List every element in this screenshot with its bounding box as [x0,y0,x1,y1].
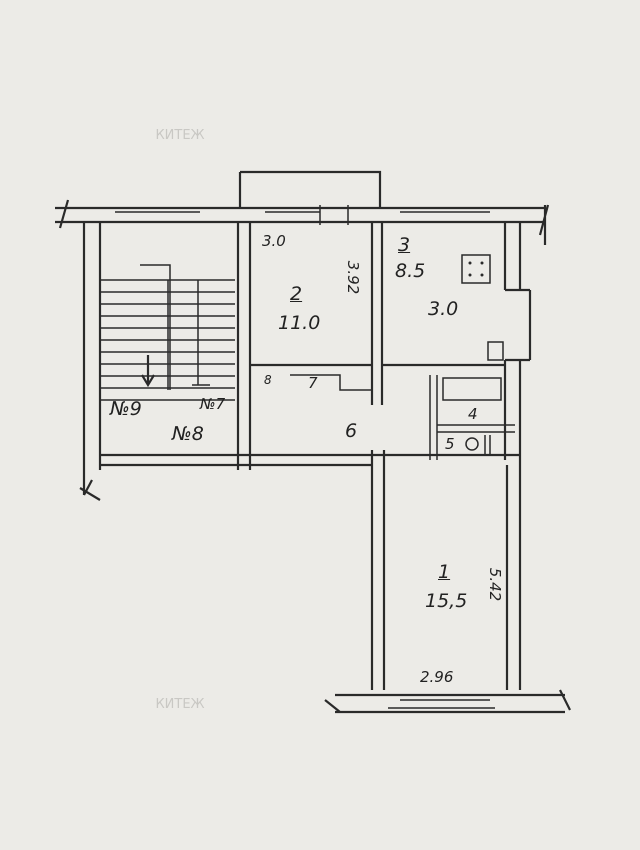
room1-length: 5.42 [486,567,505,602]
room6-number: 6 [345,420,358,442]
room3-width: 3.0 [428,298,459,320]
room2-length: 3.92 [344,260,363,295]
room2-width: 3.0 [262,232,286,250]
room3-area: 8.5 [395,260,426,282]
room8-number: 8 [264,373,272,387]
watermark-logo-bottom: КИТЕЖ [155,697,205,712]
stair-label-n9: №9 [110,398,142,420]
watermark-logo: КИТЕЖ [155,128,205,143]
staircase [100,264,235,401]
room1-width: 2.96 [420,668,454,686]
room2-area: 11.0 [278,312,321,334]
room1-number: 1 [438,561,451,583]
room4-number: 4 [468,405,478,423]
room5-number: 5 [445,435,455,453]
room1-area: 15,5 [425,590,468,612]
stair-label-n7: №7 [200,395,226,413]
room7-number: 7 [308,374,318,392]
exterior-walls [55,170,571,714]
stair-label-n8: №8 [172,423,204,445]
room3-number: 3 [398,234,411,256]
room2-number: 2 [290,283,303,305]
